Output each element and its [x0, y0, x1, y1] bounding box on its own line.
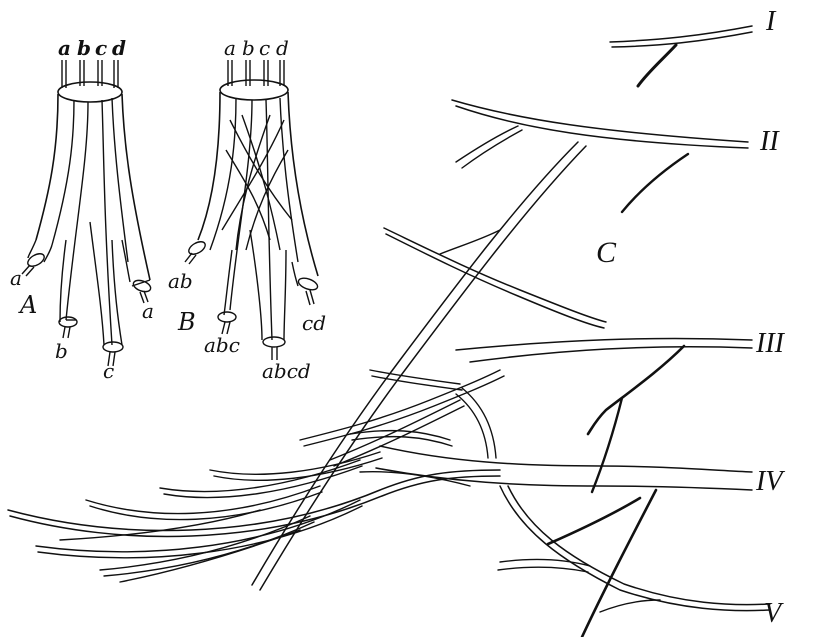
panel-b-labels: a b c d ab abc abcd cd B — [168, 36, 326, 383]
nerve-ii-upper — [452, 100, 748, 142]
panel-a-letter: A — [18, 291, 37, 319]
nerve-iv-lower — [376, 468, 752, 490]
nerve-i-lower — [612, 32, 752, 47]
panel-a-top-label-c: c — [95, 36, 107, 60]
panel-b-letter: B — [177, 308, 196, 336]
nerve-ii-branch — [622, 154, 688, 212]
nerve-iv-loop-2 — [456, 394, 488, 458]
nerve-iv-upper — [380, 446, 752, 472]
nerve-i-upper — [610, 26, 752, 42]
nerve-v-twig — [600, 600, 660, 612]
panel-a-nerve-bundle — [22, 60, 152, 366]
panel-b-end-label-abcd: abcd — [262, 359, 311, 383]
panel-a-end-label-c: c — [103, 359, 114, 383]
panel-b-top-label-a: a — [224, 36, 236, 60]
nerve-iii-dark-2 — [592, 398, 622, 492]
nerve-v-arc-1 — [500, 486, 770, 611]
panel-a-end-label-a-right: a — [142, 299, 154, 323]
nerve-iii-upper — [456, 338, 752, 350]
panel-c-labels: C I II III IV V — [596, 6, 786, 629]
nerve-i-branch — [638, 45, 676, 86]
panel-b-end-label-abc: abc — [204, 333, 240, 357]
nerve-label-iv: IV — [755, 466, 785, 497]
nerve-label-i: I — [765, 6, 777, 37]
nerve-v-lower-left-2 — [498, 567, 588, 572]
nerve-v-dark-2 — [548, 498, 640, 544]
panel-b-end-label-cd: cd — [302, 311, 326, 335]
panel-b-top-label-d: d — [276, 36, 289, 60]
nerve-iii-dark — [588, 346, 684, 434]
panel-c-plexus — [8, 26, 770, 637]
panel-b-end-label-ab: ab — [168, 269, 193, 293]
panel-b-top-label-c: c — [259, 36, 270, 60]
nerve-iii-lower — [470, 347, 752, 362]
nerve-label-ii: II — [759, 126, 780, 157]
nerve-label-v: V — [764, 598, 784, 629]
nerve-ii-iii-link — [384, 228, 606, 322]
nerve-ii-twig2 — [462, 130, 522, 168]
panel-b-top-label-b: b — [242, 36, 255, 60]
panel-a-top-label-b: b — [77, 36, 91, 60]
panel-a-end-label-a-left: a — [10, 266, 22, 290]
panel-a-top-label-d: d — [112, 36, 126, 60]
nerve-v-dark — [582, 490, 656, 637]
panel-c-letter: C — [596, 236, 617, 269]
nerve-ii-iii-link-2 — [386, 234, 604, 328]
panel-a-end-label-b: b — [55, 339, 68, 363]
panel-b-nerve-bundle — [185, 60, 319, 360]
panel-a-labels: a b c d a b c a A — [10, 36, 154, 383]
nerve-ii-twig — [456, 126, 518, 162]
panel-a-top-label-a: a — [58, 36, 71, 60]
nerve-label-iii: III — [755, 328, 786, 359]
